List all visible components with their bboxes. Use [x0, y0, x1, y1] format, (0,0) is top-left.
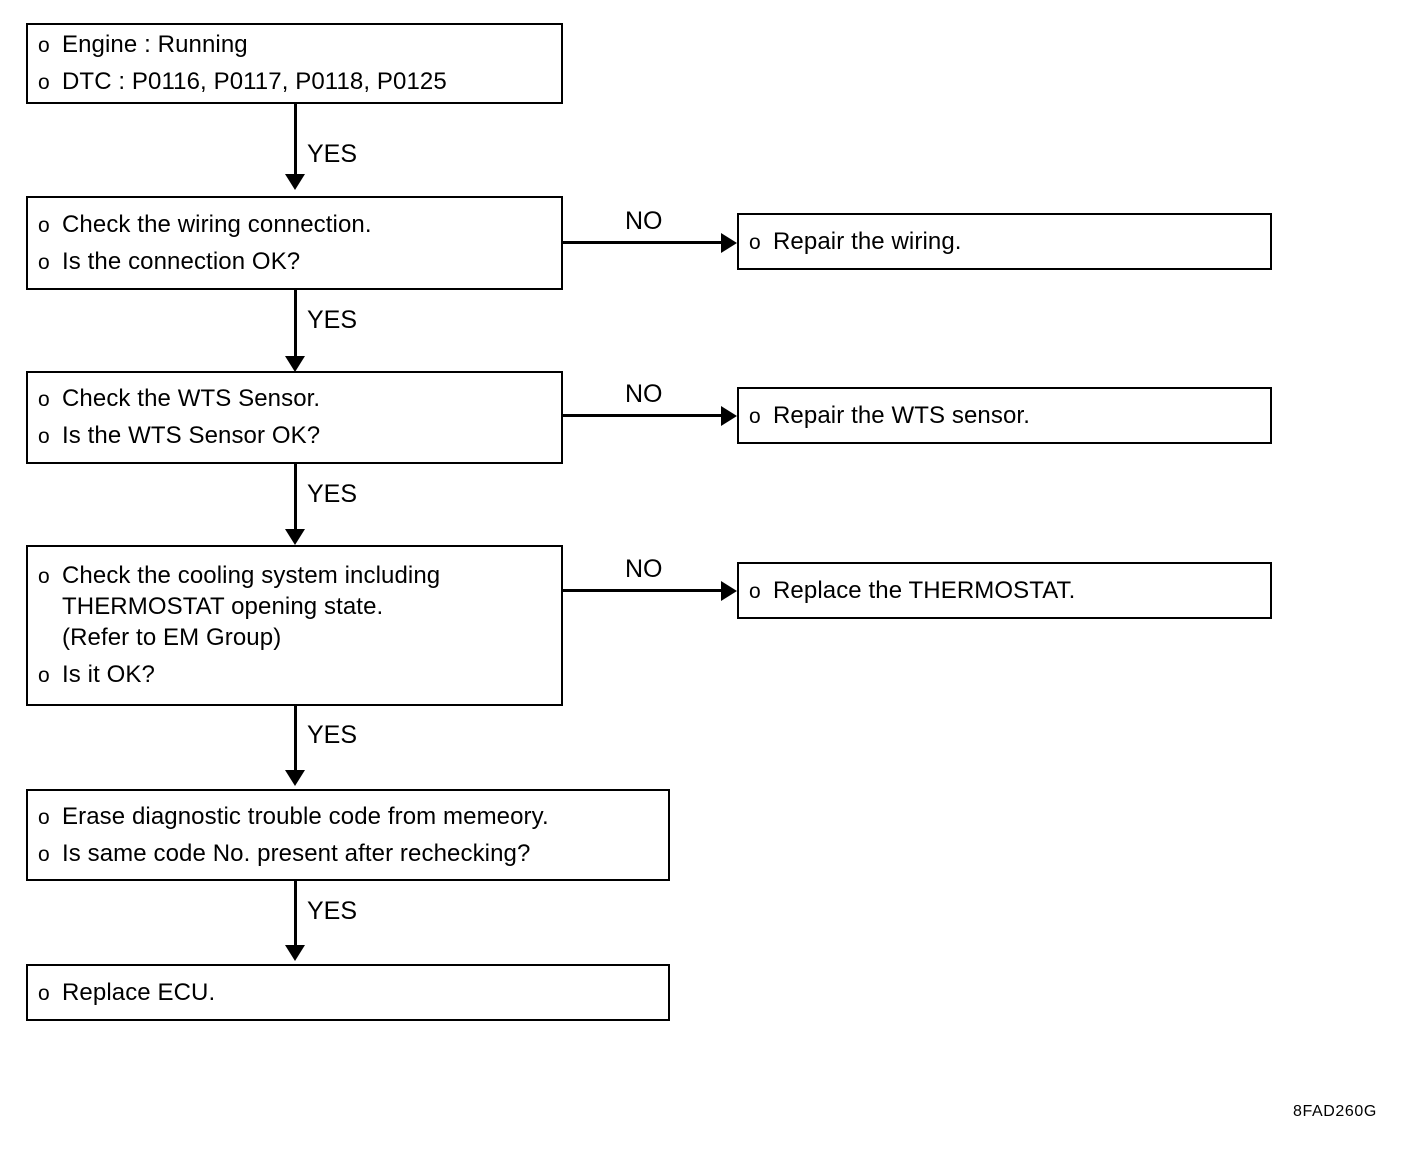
bullet-marker: o: [749, 230, 761, 254]
edge-label-no-3: NO: [625, 555, 663, 583]
node-condition-line-2: o DTC : P0116, P0117, P0118, P0125: [28, 70, 561, 94]
node-replace-thermostat-text-1: Replace the THERMOSTAT.: [773, 576, 1076, 604]
node-condition: o Engine : Running o DTC : P0116, P0117,…: [26, 23, 563, 104]
node-check-cooling-line-1c: (Refer to EM Group): [28, 626, 561, 650]
bullet-marker: o: [38, 805, 50, 829]
node-check-wts-text-1: Check the WTS Sensor.: [62, 385, 321, 412]
node-check-wiring-line-1: o Check the wiring connection.: [28, 210, 561, 238]
connector-yes-5-arrow: [285, 945, 305, 961]
node-erase-dtc-text-2: Is same code No. present after recheckin…: [62, 839, 531, 867]
bullet-marker: o: [38, 250, 50, 274]
connector-yes-3-line: [294, 464, 297, 531]
node-check-cooling-line-1: o Check the cooling system including: [28, 564, 561, 588]
node-condition-text-2: DTC : P0116, P0117, P0118, P0125: [62, 68, 447, 95]
bullet-marker: o: [38, 388, 50, 411]
edge-label-yes-3: YES: [307, 480, 358, 508]
connector-no-3-line: [563, 589, 723, 592]
node-erase-dtc-line-2: o Is same code No. present after recheck…: [28, 839, 668, 867]
node-check-wiring: o Check the wiring connection. o Is the …: [26, 196, 563, 290]
connector-no-2-line: [563, 414, 723, 417]
node-erase-dtc: o Erase diagnostic trouble code from mem…: [26, 789, 670, 881]
bullet-marker: o: [38, 981, 50, 1005]
connector-yes-2-arrow: [285, 356, 305, 372]
node-check-wts-text-2: Is the WTS Sensor OK?: [62, 422, 321, 449]
bullet-marker: o: [38, 664, 50, 687]
node-check-cooling: o Check the cooling system including THE…: [26, 545, 563, 706]
edge-label-yes-1: YES: [307, 140, 358, 168]
node-check-cooling-text-1b: THERMOSTAT opening state.: [62, 593, 384, 620]
node-repair-wts: o Repair the WTS sensor.: [737, 387, 1272, 444]
bullet-marker: o: [749, 579, 761, 603]
bullet-marker: o: [38, 842, 50, 866]
node-replace-ecu-text-1: Replace ECU.: [62, 978, 216, 1006]
bullet-marker: o: [38, 71, 50, 94]
edge-label-no-1: NO: [625, 207, 663, 235]
bullet-marker: o: [38, 425, 50, 448]
node-replace-thermostat-line-1: o Replace the THERMOSTAT.: [739, 576, 1270, 604]
node-replace-thermostat: o Replace the THERMOSTAT.: [737, 562, 1272, 619]
figure-reference-code: 8FAD260G: [1293, 1103, 1377, 1120]
edge-label-yes-5: YES: [307, 897, 358, 925]
bullet-marker: o: [38, 213, 50, 237]
node-check-wiring-line-2: o Is the connection OK?: [28, 247, 561, 275]
connector-no-3-arrow: [721, 581, 737, 601]
bullet-marker: o: [749, 404, 761, 428]
node-repair-wiring-text-1: Repair the wiring.: [773, 227, 962, 255]
connector-yes-1-line: [294, 104, 297, 176]
bullet-marker: o: [38, 34, 50, 57]
connector-yes-2-line: [294, 290, 297, 358]
node-repair-wiring-line-1: o Repair the wiring.: [739, 227, 1270, 255]
node-check-cooling-text-2: Is it OK?: [62, 661, 155, 688]
connector-yes-5-line: [294, 881, 297, 947]
node-replace-ecu: o Replace ECU.: [26, 964, 670, 1021]
node-erase-dtc-line-1: o Erase diagnostic trouble code from mem…: [28, 802, 668, 830]
connector-yes-4-line: [294, 706, 297, 772]
edge-label-yes-4: YES: [307, 721, 358, 749]
node-erase-dtc-text-1: Erase diagnostic trouble code from memeo…: [62, 802, 549, 830]
node-check-wiring-text-1: Check the wiring connection.: [62, 210, 372, 238]
node-condition-line-1: o Engine : Running: [28, 33, 561, 57]
node-replace-ecu-line-1: o Replace ECU.: [28, 978, 668, 1006]
node-check-wiring-text-2: Is the connection OK?: [62, 247, 301, 275]
node-check-wts-line-2: o Is the WTS Sensor OK?: [28, 424, 561, 448]
bullet-marker: o: [38, 565, 50, 588]
node-check-wts-line-1: o Check the WTS Sensor.: [28, 387, 561, 411]
node-repair-wiring: o Repair the wiring.: [737, 213, 1272, 270]
node-repair-wts-line-1: o Repair the WTS sensor.: [739, 401, 1270, 429]
node-check-cooling-text-1c: (Refer to EM Group): [62, 624, 282, 651]
edge-label-no-2: NO: [625, 380, 663, 408]
connector-no-1-arrow: [721, 233, 737, 253]
node-check-cooling-text-1: Check the cooling system including: [62, 562, 441, 589]
connector-yes-1-arrow: [285, 174, 305, 190]
node-check-cooling-line-1b: THERMOSTAT opening state.: [28, 595, 561, 619]
edge-label-yes-2: YES: [307, 306, 358, 334]
connector-yes-3-arrow: [285, 529, 305, 545]
connector-yes-4-arrow: [285, 770, 305, 786]
connector-no-2-arrow: [721, 406, 737, 426]
node-condition-text-1: Engine : Running: [62, 31, 248, 58]
node-check-wts: o Check the WTS Sensor. o Is the WTS Sen…: [26, 371, 563, 464]
node-check-cooling-line-2: o Is it OK?: [28, 663, 561, 687]
node-repair-wts-text-1: Repair the WTS sensor.: [773, 401, 1030, 429]
connector-no-1-line: [563, 241, 723, 244]
